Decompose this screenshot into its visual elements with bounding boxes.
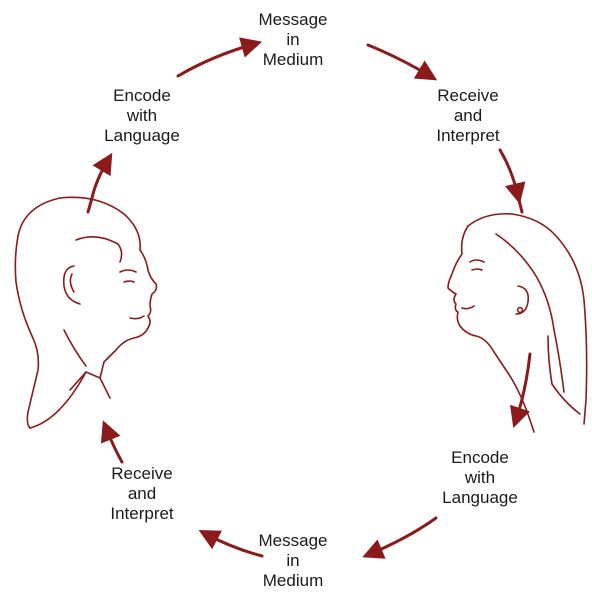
label-line: with	[126, 106, 158, 125]
label-line: Receive	[111, 464, 173, 483]
arrow-lower-right-to-bottom	[362, 516, 438, 559]
label-line: in	[286, 551, 300, 570]
label-line: and	[127, 484, 157, 503]
arc-segment-man-top	[86, 196, 94, 214]
arc-segment-woman-top	[516, 194, 524, 214]
man-profile-figure	[14, 196, 158, 429]
label-line: Encode	[113, 86, 171, 105]
woman-profile-figure	[447, 212, 588, 433]
arrow-man-to-upper-left	[90, 152, 113, 200]
label-line: with	[464, 468, 496, 487]
label-line: Receive	[437, 86, 499, 105]
arrow-upper-right-to-woman	[498, 148, 526, 205]
arrow-bottom-to-lower-left	[198, 530, 264, 558]
label-receive-and-interpret-left: Receive and Interpret	[86, 464, 198, 524]
label-line: Interpret	[110, 504, 174, 523]
label-line: Message	[258, 531, 328, 550]
label-line: Interpret	[436, 126, 500, 145]
label-line: Message	[258, 10, 328, 29]
label-message-in-medium-top: Message in Medium	[248, 10, 338, 70]
arrow-top-to-upper-right	[366, 43, 438, 81]
label-encode-with-language-left: Encode with Language	[86, 86, 198, 146]
label-line: Language	[442, 488, 518, 507]
label-line: Medium	[262, 50, 324, 69]
label-line: and	[453, 106, 483, 125]
label-encode-with-language-right: Encode with Language	[424, 448, 536, 508]
arrow-woman-to-lower-right	[510, 352, 532, 428]
label-message-in-medium-bottom: Message in Medium	[248, 531, 338, 591]
label-receive-and-interpret-right: Receive and Interpret	[412, 86, 524, 146]
label-line: Medium	[262, 571, 324, 590]
label-line: Language	[104, 126, 180, 145]
label-line: Encode	[451, 448, 509, 467]
arrow-upper-left-to-top	[176, 37, 263, 78]
arrow-lower-left-to-man	[100, 420, 124, 464]
label-line: in	[286, 30, 300, 49]
